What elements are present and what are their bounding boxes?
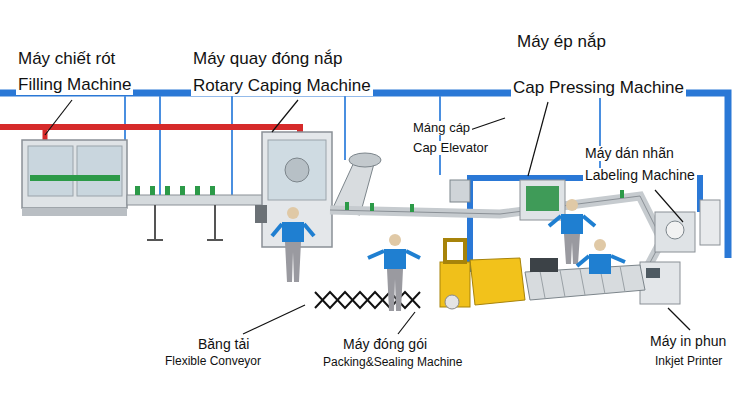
- callout-label: Máy đóng gói: [341, 337, 429, 352]
- callout-label: Máy in phun: [648, 334, 728, 349]
- blue-pipe: [470, 178, 700, 272]
- callout-label: Cap Pressing Machine: [511, 79, 686, 98]
- roller-conveyor: [525, 258, 645, 300]
- cap-pressing-machine: [520, 180, 565, 220]
- packing-sealing-machine: [440, 240, 525, 309]
- callout-label: Rotary Caping Machine: [191, 77, 373, 96]
- bottles: [345, 190, 624, 212]
- callout-label: Máy chiết rót: [16, 50, 117, 69]
- workers: [272, 199, 625, 311]
- callout-label: Cap Elevator: [411, 141, 490, 155]
- callout-label: Máy dán nhãn: [583, 146, 676, 161]
- blue-pipe: [0, 93, 728, 258]
- rotary-caping-machine: [255, 132, 332, 247]
- leader-lines: [45, 100, 690, 334]
- callout-label: Băng tải: [196, 337, 251, 352]
- filling-machine: [22, 140, 127, 216]
- callout-label: Inkjet Printer: [653, 355, 724, 368]
- labeling-machine: [655, 200, 720, 252]
- callout-label: Packing&Sealing Machine: [321, 356, 464, 369]
- callout-label: Labeling Machine: [583, 168, 697, 183]
- inkjet-printer: [640, 262, 680, 304]
- callout-label: Máy quay đóng nắp: [191, 50, 344, 69]
- conveyor: [127, 186, 267, 240]
- control-box: [450, 180, 470, 202]
- callout-label: Flexible Conveyor: [163, 355, 263, 368]
- callout-label: Máy ép nắp: [515, 33, 608, 52]
- cap-elevator: [332, 153, 381, 215]
- flexible-conveyor: [315, 292, 420, 308]
- callout-label: Máng cáp: [411, 121, 472, 135]
- callout-label: Filling Machine: [16, 76, 133, 95]
